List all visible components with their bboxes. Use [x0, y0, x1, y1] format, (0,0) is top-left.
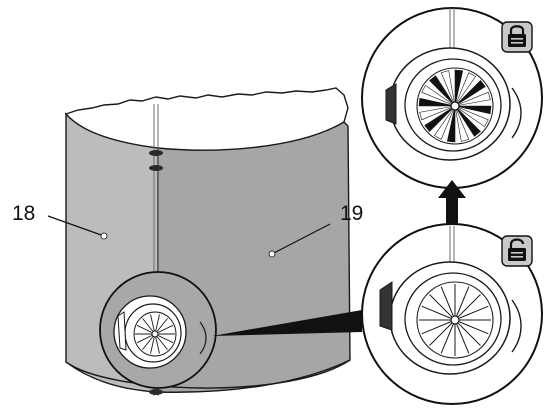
tank-cylinder [64, 87, 351, 396]
damper-vane [454, 319, 489, 335]
damper-vane [440, 286, 456, 321]
damper-vane [454, 319, 481, 346]
damper-vane [421, 319, 456, 335]
damper-vane [454, 105, 492, 115]
zipper-pull-bottom [149, 165, 163, 171]
damper-vane [429, 75, 456, 107]
damper-vane [419, 105, 456, 121]
flange-housing-small [113, 295, 207, 369]
zoom-detail-unlocked [361, 223, 543, 405]
damper-vane [418, 97, 456, 107]
damper-vane [454, 69, 464, 107]
damper-vane [440, 319, 456, 354]
damper-vane [429, 319, 456, 346]
callout-18: 18 [12, 202, 35, 225]
cylinder-bottom-edge [65, 359, 351, 389]
damper-vane [454, 305, 489, 321]
damper-vane [454, 105, 470, 142]
damper-vane [421, 305, 456, 321]
damper-vane [446, 105, 456, 143]
zipper-pull-top [149, 150, 163, 156]
up-arrow-icon [438, 180, 466, 234]
damper-vane [454, 105, 489, 128]
damper-vane [429, 294, 456, 321]
damper-vane [433, 105, 456, 140]
damper-vane [454, 286, 470, 321]
damper-vane [421, 84, 456, 107]
damper-vane [454, 72, 477, 107]
padlock-open-icon [501, 235, 533, 267]
damper-vane [454, 105, 481, 137]
damper-vane [454, 294, 481, 321]
leader-dot-19 [268, 250, 276, 258]
leader-dot-18 [100, 232, 108, 240]
zoom-callout-wedge [212, 310, 362, 336]
callout-19: 19 [340, 202, 363, 225]
leader-line-19 [271, 223, 331, 255]
zoom-detail-locked [361, 7, 543, 189]
damper-vane [440, 70, 456, 107]
padlock-closed-icon [501, 21, 533, 53]
zipper-pull-foot [149, 389, 163, 395]
damper-vane [454, 91, 491, 107]
damper-vane [454, 80, 486, 107]
leader-line-18 [47, 215, 105, 237]
damper-vane [424, 105, 456, 132]
damper-vane [454, 319, 470, 354]
